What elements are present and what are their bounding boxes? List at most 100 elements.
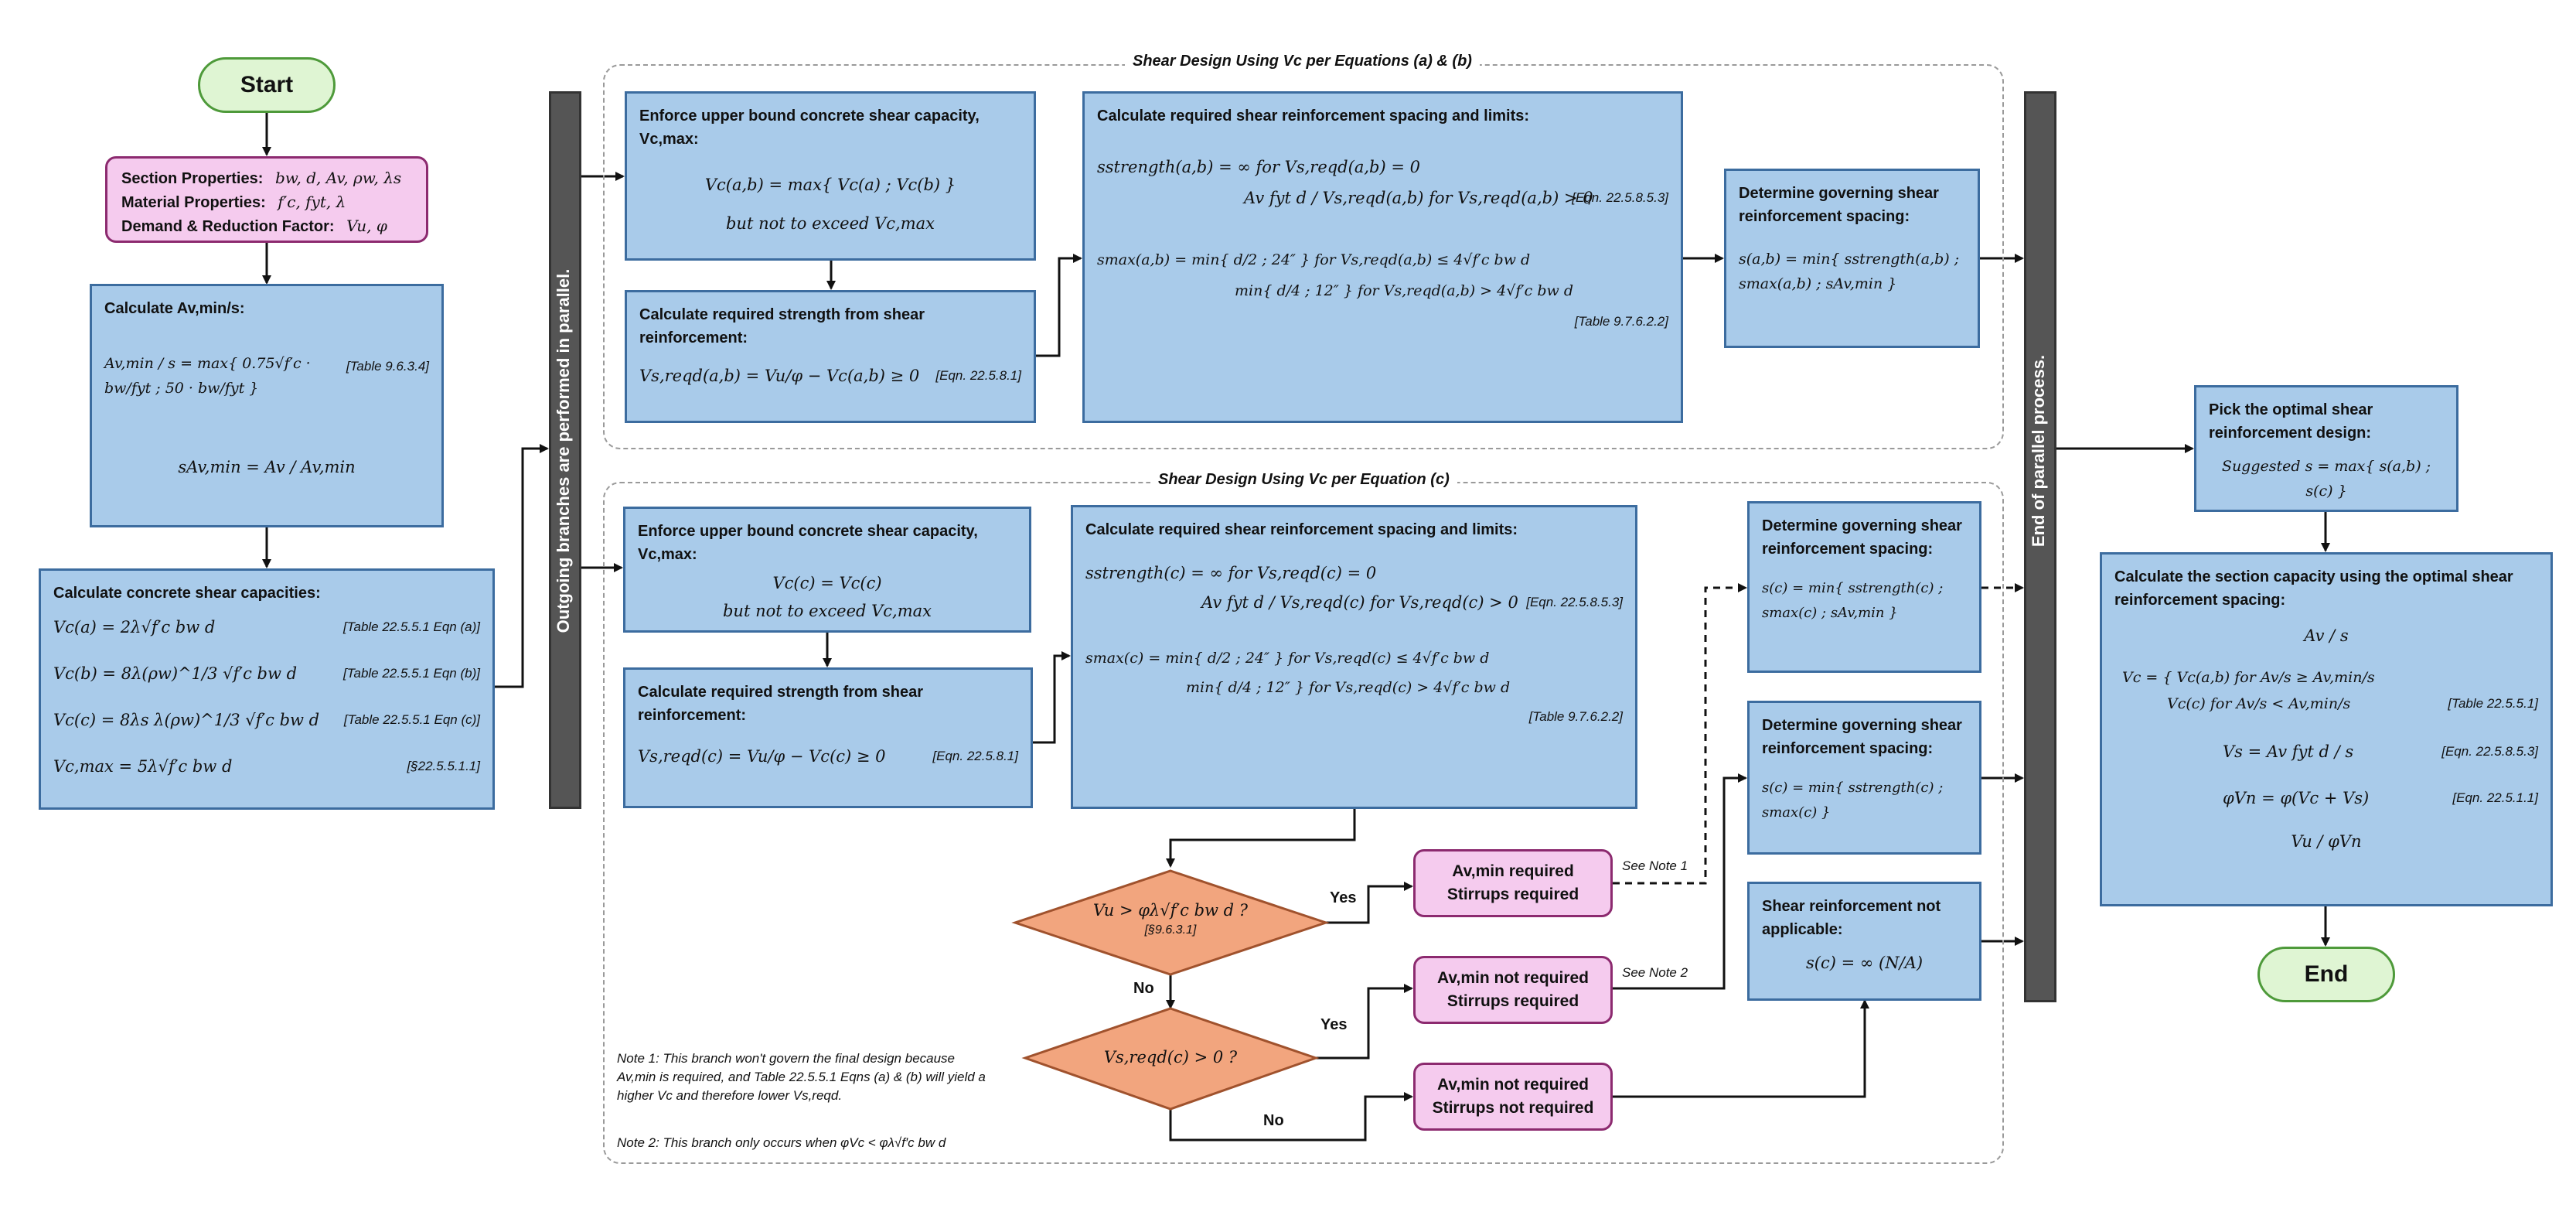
decision-vu-yes: Yes: [1330, 889, 1357, 906]
demand-vars: Vu, φ: [346, 217, 387, 235]
final-eq3-ref: [Eqn. 22.5.8.5.3]: [2441, 744, 2538, 759]
c-upper-eq2: but not to exceed Vc,max: [722, 602, 932, 620]
decision-vsreqd-no: No: [1263, 1112, 1284, 1129]
start-label: Start: [240, 72, 294, 97]
capacity-eq-c: Vc(c) = 8λs λ(ρw)^1/3 √f′c bw d: [53, 711, 320, 729]
ab-req-title: Calculate required strength from shear r…: [639, 306, 925, 346]
ab-gov-title: Determine governing shear reinforcement …: [1739, 185, 1939, 225]
ab-upper-eq2: but not to exceed Vc,max: [725, 214, 935, 233]
ab-spacing-eq2b: min{ d/4 ; 12″ } for Vs,reqd(a,b) > 4√f′…: [1235, 282, 1573, 299]
section-vars: bw, d, Av, ρw, λs: [274, 169, 402, 187]
capacities-title: Calculate concrete shear capacities:: [53, 585, 321, 602]
parallel-start-label: Outgoing branches are performed in paral…: [554, 268, 573, 633]
decision-vsreqd-text: Vs,reqd(c) > 0 ?: [1064, 1047, 1277, 1067]
final-eq4: φVn = φ(Vc + Vs): [2223, 789, 2370, 807]
ab-upper-eq1: Vc(a,b) = max{ Vc(a) ; Vc(b) }: [704, 176, 956, 194]
section-capacity-box: Calculate the section capacity using the…: [2100, 552, 2553, 906]
final-eq2-ref: [Table 22.5.5.1]: [2448, 696, 2538, 711]
arrow-out3-to-na: [1613, 999, 1869, 1098]
arrow-out1-to-gov1: [1613, 583, 1747, 885]
final-title: Calculate the section capacity using the…: [2114, 568, 2513, 609]
arrow-diamond2-yes: [1316, 984, 1413, 1060]
c-required-strength-box: Calculate required strength from shear r…: [623, 667, 1033, 808]
final-eq2b: Vc(c) for Av/s < Av,min/s: [2167, 695, 2351, 712]
arrow-c-req-to-spacing: [1033, 651, 1071, 744]
ab-spacing-ref1: [Eqn. 22.5.8.5.3]: [1572, 190, 1668, 205]
final-eq1: Av / s: [2304, 626, 2349, 645]
group-ab-title: Shear Design Using Vc per Equations (a) …: [1125, 53, 1480, 70]
avmin-title: Calculate Av,min/s:: [104, 300, 245, 317]
decision-vu-text: Vu > φλ√f′c bw d ? [§9.6.3.1]: [1046, 900, 1295, 940]
final-eq2a: Vc = { Vc(a,b) for Av/s ≥ Av,min/s: [2122, 669, 2375, 686]
outcome1-line1: Av,min required: [1452, 862, 1574, 880]
c-na-title: Shear reinforcement not applicable:: [1762, 898, 1941, 938]
outcome2-line1: Av,min not required: [1436, 969, 1589, 987]
arrow-diamond1-yes: [1326, 882, 1413, 924]
capacity-ref-b: [Table 22.5.5.1 Eqn (b)]: [342, 666, 480, 681]
avmin-box: Calculate Av,min/s: Av,min / s = max{ 0.…: [90, 284, 444, 527]
outcome3-line1: Av,min not required: [1436, 1076, 1589, 1094]
outcome-avmin-not-required-no-stirrups: Av,min not required Stirrups not require…: [1413, 1063, 1613, 1131]
demand-label: Demand & Reduction Factor:: [121, 218, 335, 235]
pick-title: Pick the optimal shear reinforcement des…: [2209, 401, 2373, 442]
outcome1-line2: Stirrups required: [1446, 886, 1579, 903]
c-spacing-eq1b: Av fyt d / Vs,reqd(c) for Vs,reqd(c) > 0: [1201, 593, 1518, 612]
c-req-ref: [Eqn. 22.5.8.1]: [932, 749, 1018, 763]
capacity-ref-c: [Table 22.5.5.1 Eqn (c)]: [343, 712, 480, 727]
ab-spacing-eq2a: smax(a,b) = min{ d/2 ; 24″ } for Vs,reqd…: [1097, 251, 1531, 268]
avmin-eq1: Av,min / s = max{ 0.75√f′c · bw/fyt ; 50…: [104, 355, 311, 397]
c-spacing-ref2: [Table 9.7.6.2.2]: [1528, 709, 1623, 724]
parallel-end-label: End of parallel process.: [2029, 354, 2048, 548]
avmin-eq1-ref: [Table 9.6.3.4]: [346, 359, 429, 374]
decision-vsreqd-yes: Yes: [1320, 1016, 1348, 1033]
ab-spacing-eq1b: Av fyt d / Vs,reqd(a,b) for Vs,reqd(a,b)…: [1244, 189, 1593, 207]
arrow-c-spacing-to-diamond1: [1166, 809, 1356, 868]
c-upper-title: Enforce upper bound concrete shear capac…: [638, 523, 978, 563]
ab-spacing-title: Calculate required shear reinforcement s…: [1097, 108, 1530, 125]
end-terminal: End: [2257, 947, 2395, 1002]
c-governing-box-1: Determine governing shear reinforcement …: [1747, 501, 1981, 673]
c-spacing-eq2b: min{ d/4 ; 12″ } for Vs,reqd(c) > 4√f′c …: [1186, 679, 1511, 696]
capacity-eq-a: Vc(a) = 2λ√f′c bw d: [53, 618, 216, 636]
final-eq3: Vs = Av fyt d / s: [2223, 742, 2354, 761]
c-spacing-eq1a: sstrength(c) = ∞ for Vs,reqd(c) = 0: [1085, 564, 1377, 582]
capacity-ref-a: [Table 22.5.5.1 Eqn (a)]: [342, 619, 480, 634]
parallel-start-bar: [549, 91, 581, 809]
arrow-out2-to-gov2: [1613, 773, 1747, 990]
outcome-avmin-required: Av,min required Stirrups required: [1413, 849, 1613, 917]
material-label: Material Properties:: [121, 194, 266, 211]
ab-req-ref: [Eqn. 22.5.8.1]: [935, 368, 1021, 383]
ab-spacing-ref2: [Table 9.7.6.2.2]: [1574, 314, 1668, 329]
ab-spacing-box: Calculate required shear reinforcement s…: [1082, 91, 1683, 423]
pick-optimal-box: Pick the optimal shear reinforcement des…: [2194, 385, 2458, 512]
decision-diamond-vsreqd: [1021, 1007, 1320, 1111]
outcome3-line2: Stirrups not required: [1432, 1099, 1594, 1117]
arrow-ab-req-to-spacing: [1036, 254, 1082, 357]
ab-upper-bound-box: Enforce upper bound concrete shear capac…: [625, 91, 1036, 261]
arrow-capacities-to-bar: [495, 444, 549, 688]
end-label: End: [2304, 961, 2349, 987]
ab-spacing-eq1a: sstrength(a,b) = ∞ for Vs,reqd(a,b) = 0: [1097, 158, 1420, 176]
group-c-title: Shear Design Using Vc per Equation (c): [1150, 471, 1457, 489]
decision-vsreqd-eq: Vs,reqd(c) > 0 ?: [1103, 1048, 1238, 1066]
c-req-title: Calculate required strength from shear r…: [638, 684, 923, 724]
parallel-end-bar: [2024, 91, 2056, 1002]
c-not-applicable-box: Shear reinforcement not applicable: s(c)…: [1747, 882, 1981, 1001]
ab-governing-box: Determine governing shear reinforcement …: [1724, 169, 1980, 348]
ab-required-strength-box: Calculate required strength from shear r…: [625, 290, 1036, 423]
c-spacing-ref1: [Eqn. 22.5.8.5.3]: [1526, 595, 1623, 609]
decision-vu-eq: Vu > φλ√f′c bw d ?: [1092, 901, 1249, 920]
c-gov1-title: Determine governing shear reinforcement …: [1762, 517, 1962, 558]
c-upper-eq1: Vc(c) = Vc(c): [772, 574, 882, 592]
note-1: Note 1: This branch won't govern the fin…: [617, 1051, 986, 1103]
ab-req-eq: Vs,reqd(a,b) = Vu/φ − Vc(a,b) ≥ 0: [639, 367, 920, 385]
outcome-avmin-not-required-stirrups: Av,min not required Stirrups required: [1413, 956, 1613, 1024]
inputs-box: Section Properties: bw, d, Av, ρw, λs Ma…: [105, 156, 428, 243]
ab-upper-title: Enforce upper bound concrete shear capac…: [639, 108, 980, 148]
c-spacing-title: Calculate required shear reinforcement s…: [1085, 521, 1518, 538]
pick-eq: Suggested s = max{ s(a,b) ; s(c) }: [2221, 458, 2431, 500]
capacity-ref-max: [§22.5.5.1.1]: [407, 759, 480, 773]
c-spacing-box: Calculate required shear reinforcement s…: [1071, 505, 1637, 809]
capacity-eq-b: Vc(b) = 8λ(ρw)^1/3 √f′c bw d: [53, 664, 298, 683]
see-note-2: See Note 2: [1622, 965, 1688, 980]
